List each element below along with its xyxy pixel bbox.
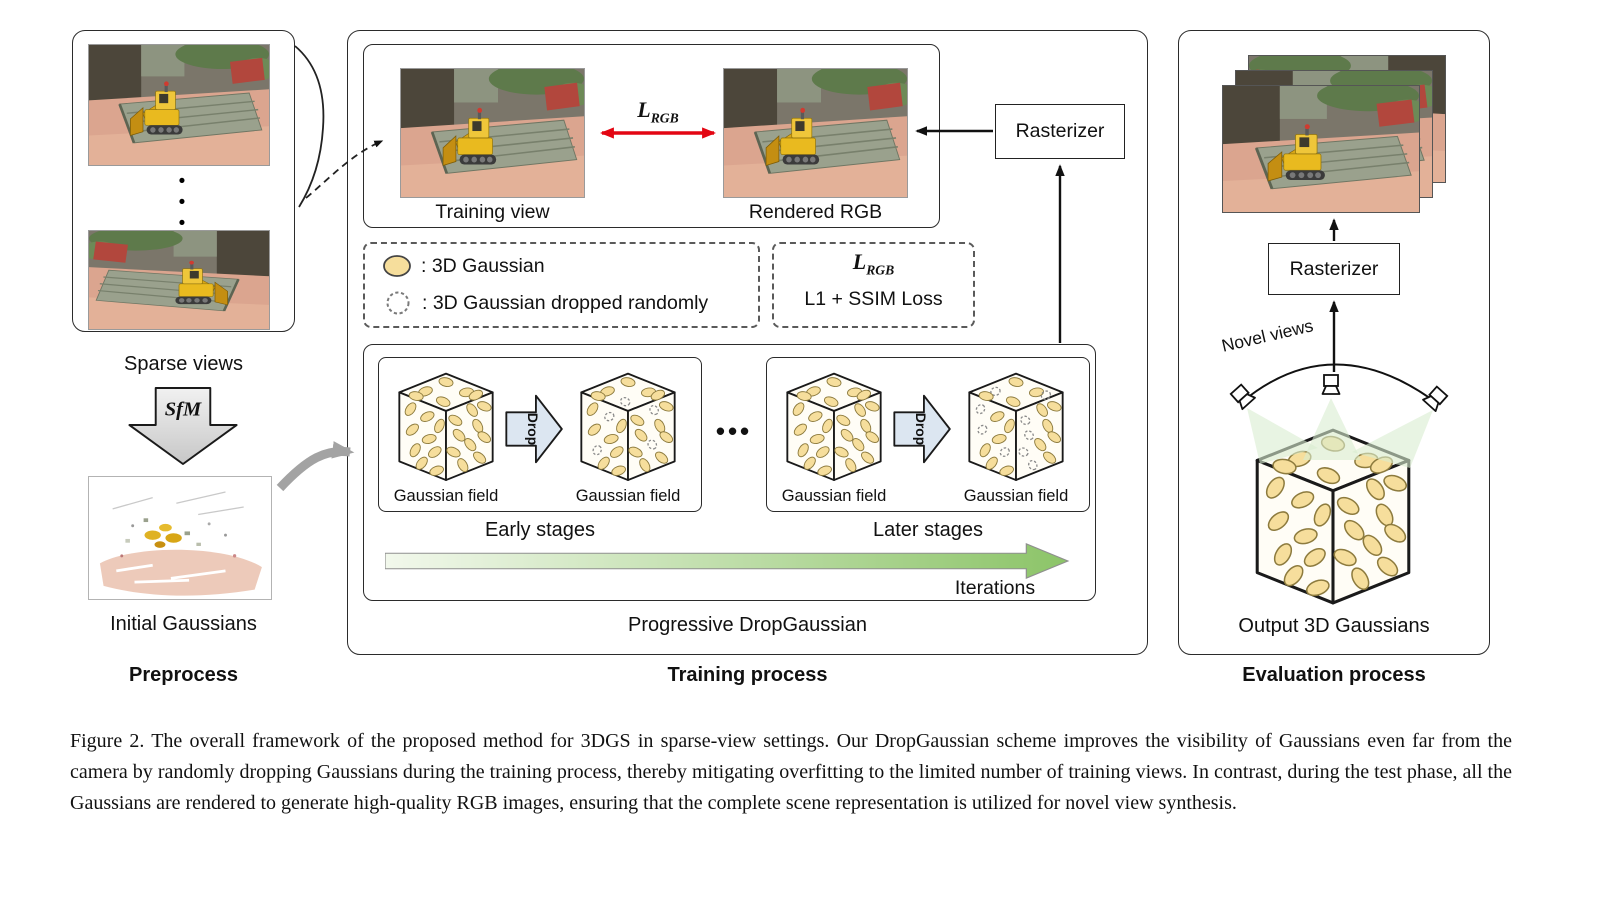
evaluation-rasterizer-box: Rasterizer	[1268, 243, 1400, 295]
gaussian-field-label-3: Gaussian field	[781, 487, 887, 505]
training-view-image	[401, 69, 584, 197]
sfm-arrow: SfM	[128, 387, 238, 465]
rendered-rgb-label: Rendered RGB	[748, 201, 883, 223]
legend-box	[363, 242, 760, 328]
loss-rgb-arrow-label: LRGB	[596, 97, 720, 127]
training-title: Training process	[667, 664, 828, 686]
initial-gaussians-label: Initial Gaussians	[110, 613, 257, 635]
sparse-view-photo-1	[88, 44, 270, 166]
later-stages-label: Later stages	[872, 519, 984, 541]
sparse-bracket-curve	[294, 45, 325, 208]
drop-arrow-1: Drop	[505, 394, 563, 464]
legend-dropped-label: : 3D Gaussian dropped randomly	[422, 291, 709, 314]
stages-ellipsis: •••	[715, 416, 753, 446]
sparse-views-label: Sparse views	[124, 353, 243, 375]
sparse-view-photo-2	[88, 230, 270, 330]
output-gaussians-cube	[1255, 428, 1411, 605]
gaussian-field-cube-2	[580, 372, 676, 481]
loss-sub: RGB	[650, 110, 679, 126]
sfm-label: SfM	[165, 398, 202, 420]
initial-to-progressive-arrow	[276, 441, 355, 492]
gaussian-field-cube-1	[398, 372, 494, 481]
legend-gaussian-label: : 3D Gaussian	[421, 254, 545, 277]
legend-dropped-row: : 3D Gaussian dropped randomly	[383, 291, 708, 315]
gaussian-field-label-2: Gaussian field	[575, 487, 681, 505]
early-stages-label: Early stages	[484, 519, 596, 541]
vertical-ellipsis-icon: •••	[178, 171, 186, 234]
gaussian-field-cube-4	[968, 372, 1064, 481]
novel-view-image-front	[1223, 86, 1419, 212]
rendered-rgb-image	[724, 69, 907, 197]
training-view-photo	[400, 68, 585, 198]
progressive-title: Progressive DropGaussian	[628, 614, 867, 636]
drop-label-1: Drop	[525, 413, 541, 445]
gaussian-field-label-4: Gaussian field	[963, 487, 1069, 505]
evaluation-title: Evaluation process	[1242, 664, 1426, 686]
gaussian-field-cube-3	[786, 372, 882, 481]
evaluation-rasterizer-label: Rasterizer	[1289, 257, 1379, 280]
loss-main: L	[637, 97, 651, 122]
output-gaussians-label: Output 3D Gaussians	[1238, 615, 1430, 637]
gaussian-icon	[383, 255, 411, 277]
figure-caption: Figure 2. The overall framework of the p…	[70, 730, 1512, 815]
iterations-label: Iterations	[954, 577, 1036, 599]
initial-gaussians-image	[88, 476, 272, 600]
loss-definition-box	[772, 242, 975, 328]
sparse-view-photo-2-image	[89, 231, 269, 329]
legend-gaussian-row: : 3D Gaussian	[382, 254, 545, 278]
drop-arrow-2: Drop	[893, 394, 951, 464]
sparse-view-photo-1-image	[89, 45, 269, 165]
preprocess-title: Preprocess	[129, 664, 238, 686]
loss-definition-line2: L1 + SSIM Loss	[804, 288, 943, 310]
training-view-label: Training view	[435, 201, 550, 223]
iterations-arrow	[385, 543, 1070, 579]
gaussian-field-label-1: Gaussian field	[393, 487, 499, 505]
training-rasterizer-box: Rasterizer	[995, 104, 1125, 159]
rendered-rgb-photo	[723, 68, 908, 198]
novel-view-photo-front	[1222, 85, 1420, 213]
initial-gaussians-render	[89, 477, 271, 599]
loss-def-main: L	[852, 249, 867, 274]
drop-label-2: Drop	[913, 413, 929, 445]
loss-def-sub: RGB	[866, 262, 895, 278]
training-rasterizer-label: Rasterizer	[1015, 120, 1105, 142]
loss-definition-title: LRGB	[772, 249, 975, 279]
dropped-gaussian-icon	[386, 291, 410, 315]
